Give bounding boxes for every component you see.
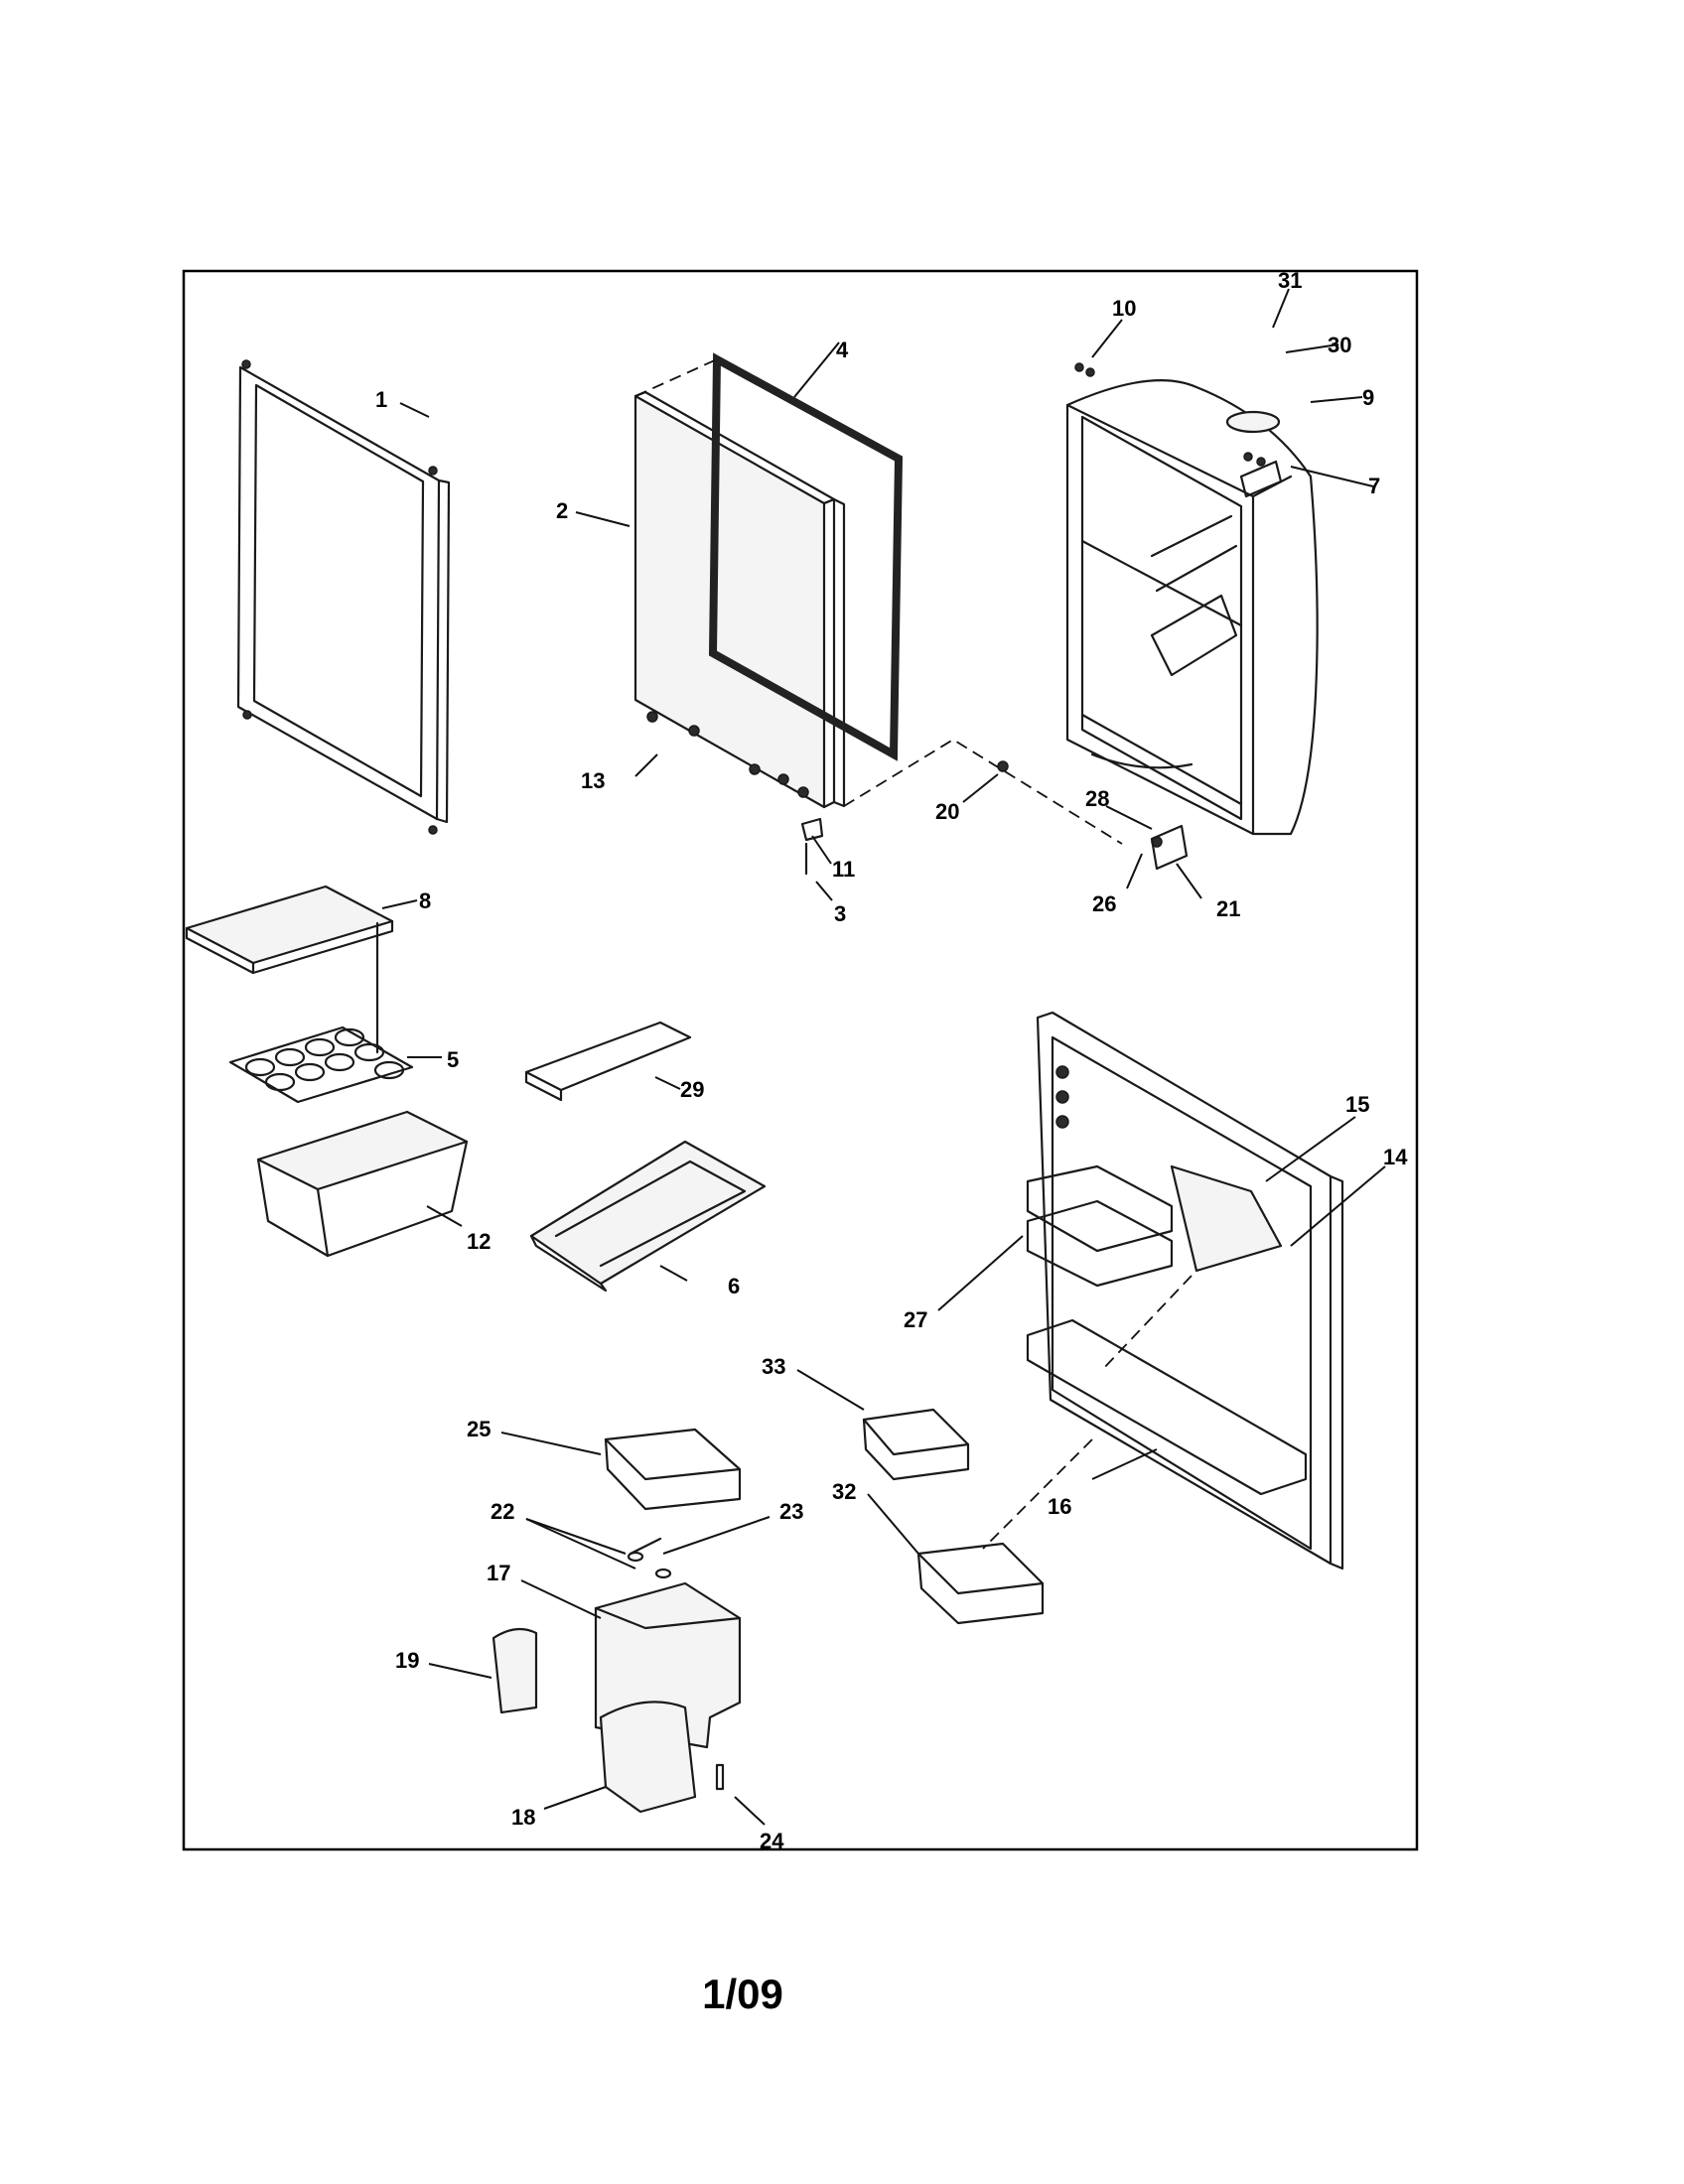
callout-11: 11 [832, 857, 855, 882]
callout-17: 17 [487, 1561, 510, 1585]
callout-20: 20 [935, 799, 959, 824]
bottom-hinge-part [1150, 824, 1189, 871]
callout-6: 6 [728, 1274, 740, 1298]
callout-7: 7 [1368, 474, 1380, 498]
callout-24: 24 [760, 1829, 784, 1853]
callout-2: 2 [556, 498, 568, 523]
door-bin-32 [916, 1542, 1045, 1625]
callout-33: 33 [762, 1354, 785, 1379]
callout-21: 21 [1216, 896, 1240, 921]
callout-19: 19 [395, 1648, 419, 1673]
hinge-cap-part [1225, 410, 1281, 434]
door-gasket-part [708, 352, 904, 761]
dispenser-cover-part [491, 1627, 538, 1714]
callout-12: 12 [467, 1229, 491, 1254]
leader-lines [381, 288, 1386, 1826]
callout-5: 5 [447, 1047, 459, 1072]
callout-1: 1 [375, 387, 387, 412]
cabinet-screws [997, 362, 1266, 848]
door-panel-part [633, 390, 846, 809]
callout-26: 26 [1092, 891, 1116, 916]
callout-30: 30 [1328, 333, 1351, 357]
diagram-border [182, 269, 1419, 1851]
screw-set-13 [646, 711, 809, 798]
callout-8: 8 [419, 888, 431, 913]
refrigerator-door-part [1026, 1011, 1344, 1570]
door-frame-part [236, 359, 451, 835]
top-hinge-part [1239, 460, 1283, 498]
hinge-part [800, 817, 824, 876]
small-shelf-part [524, 1021, 692, 1102]
callout-31: 31 [1278, 268, 1302, 293]
callout-32: 32 [832, 1479, 856, 1504]
drawer-tray-part [529, 1140, 767, 1293]
shelf-cover-part [185, 885, 394, 1054]
callout-29: 29 [680, 1077, 704, 1102]
callout-23: 23 [779, 1499, 803, 1524]
callout-25: 25 [467, 1417, 491, 1441]
callout-28: 28 [1085, 786, 1109, 811]
callout-3: 3 [834, 901, 846, 926]
door-bin-33 [862, 1408, 970, 1481]
cabinet-part [1065, 379, 1319, 836]
small-parts-22-23-24 [627, 1537, 725, 1791]
callout-13: 13 [581, 768, 605, 793]
page-number: 1/09 [702, 1971, 783, 2017]
door-bin-25 [604, 1428, 742, 1511]
callout-15: 15 [1345, 1092, 1369, 1117]
egg-tray-part [228, 1025, 414, 1104]
callout-18: 18 [511, 1805, 535, 1830]
storage-bin-part [256, 1110, 469, 1258]
callout-27: 27 [904, 1307, 927, 1332]
dispenser-housing-part [594, 1581, 742, 1814]
callout-9: 9 [1362, 385, 1374, 410]
callout-10: 10 [1112, 296, 1136, 321]
callout-14: 14 [1383, 1145, 1408, 1169]
callout-labels: 1 2 3 4 5 6 7 8 9 10 11 12 13 14 15 16 1… [375, 268, 1408, 1853]
callout-16: 16 [1048, 1494, 1071, 1519]
callout-4: 4 [836, 338, 849, 362]
callout-22: 22 [491, 1499, 514, 1524]
